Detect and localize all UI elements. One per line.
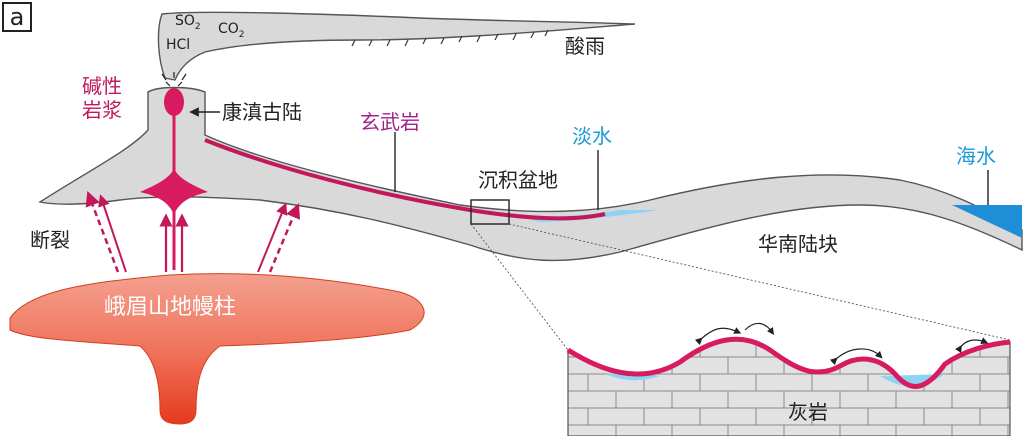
fault-arrow-3 [268,203,301,273]
seawater-label: 海水 [956,144,996,168]
fault-arrow-1 [85,190,120,273]
basin-label: 沉积盆地 [478,168,558,192]
ash-cloud [157,11,636,81]
south-china-label: 华南陆块 [758,232,838,256]
freshwater-label: 淡水 [572,124,612,148]
fault-arrow-2 [98,194,127,273]
zoom-box [470,199,510,225]
zoom-line-right [508,223,1011,341]
basalt-label: 玄武岩 [360,110,420,134]
seawater [952,205,1022,238]
acid-rain-drops [351,29,549,47]
kangdian-label: 康滇古陆 [222,100,302,124]
fault-arrow-4 [257,202,288,273]
magma-chamber-lower [140,168,208,215]
panel-label: a [2,2,32,32]
plume-label: 峨眉山地幔柱 [104,295,237,320]
inset-basalt-layer [566,336,1011,389]
limestone-label: 灰岩 [788,400,828,424]
alkaline-magma-label-2: 岩浆 [82,98,122,122]
eruption-marks [161,72,187,87]
zoom-line-left [470,223,569,351]
basalt-layer [204,138,606,221]
acid-rain-label: 酸雨 [565,34,605,58]
reworking-arrows [694,322,989,366]
hcl-label: HCl [166,37,191,53]
mantle-plume [9,273,425,425]
co2-label: CO2 [218,21,245,40]
magma-chamber-upper [164,88,184,116]
so2-label: SO2 [175,13,201,32]
fault-label: 断裂 [30,228,70,252]
alkaline-magma-label-1: 碱性 [82,74,122,98]
